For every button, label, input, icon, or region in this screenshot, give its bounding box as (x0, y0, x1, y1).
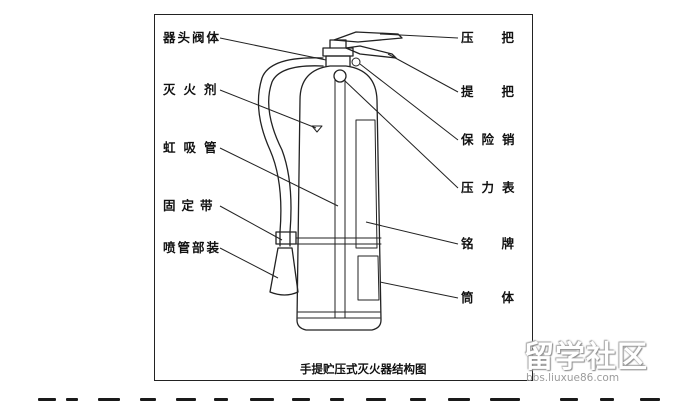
watermark-url: bbs.liuxue86.com (526, 372, 620, 384)
leader-cylinder (379, 281, 459, 299)
leader-carry-handle (387, 53, 459, 93)
label-cylinder: 筒体 (461, 290, 543, 305)
nameplate-panel (355, 119, 378, 249)
nozzle-shape (269, 247, 299, 296)
label-nozzle-assembly: 喷管部装 (163, 240, 222, 255)
watermark-logo: 留学社区 bbs.liuxue86.com (514, 330, 680, 394)
leader-nozzle (219, 247, 279, 279)
watermark-logo-text: 留学社区 (524, 340, 648, 375)
pressure-handle-shape (333, 31, 403, 43)
valve-neck (325, 55, 351, 67)
diagram-frame (154, 14, 533, 381)
cropped-text-strip (0, 394, 688, 404)
leader-siphon (219, 147, 339, 207)
carry-handle-shape (345, 45, 397, 59)
safety-pin-ring (351, 57, 361, 67)
label-pressure-handle: 压把 (461, 30, 543, 45)
cylinder-lower-panel (357, 255, 380, 301)
label-valve-head: 器头阀体 (163, 30, 222, 45)
leader-strap (219, 205, 283, 241)
label-carry-handle: 提把 (461, 84, 543, 99)
siphon-tube-shape (334, 79, 346, 319)
leader-agent (219, 89, 317, 129)
leader-valve-head (219, 37, 327, 61)
label-safety-pin: 保险销 (461, 132, 523, 147)
label-extinguishing-agent: 灭火剂 (163, 82, 225, 97)
label-siphon-tube: 虹吸管 (163, 140, 225, 155)
leader-gauge (343, 79, 459, 189)
label-nameplate: 铭牌 (461, 236, 543, 251)
label-fixing-strap: 固定带 (163, 198, 219, 213)
hose-shape (257, 57, 324, 247)
cylinder-body (296, 65, 382, 331)
leader-nameplate (365, 221, 459, 245)
leader-pressure-handle (379, 33, 459, 39)
diagram-caption: 手提贮压式灭火器结构图 (300, 362, 427, 376)
label-pressure-gauge: 压力表 (461, 180, 523, 195)
leader-safety-pin (359, 63, 459, 141)
pressure-gauge-dial (333, 69, 347, 83)
